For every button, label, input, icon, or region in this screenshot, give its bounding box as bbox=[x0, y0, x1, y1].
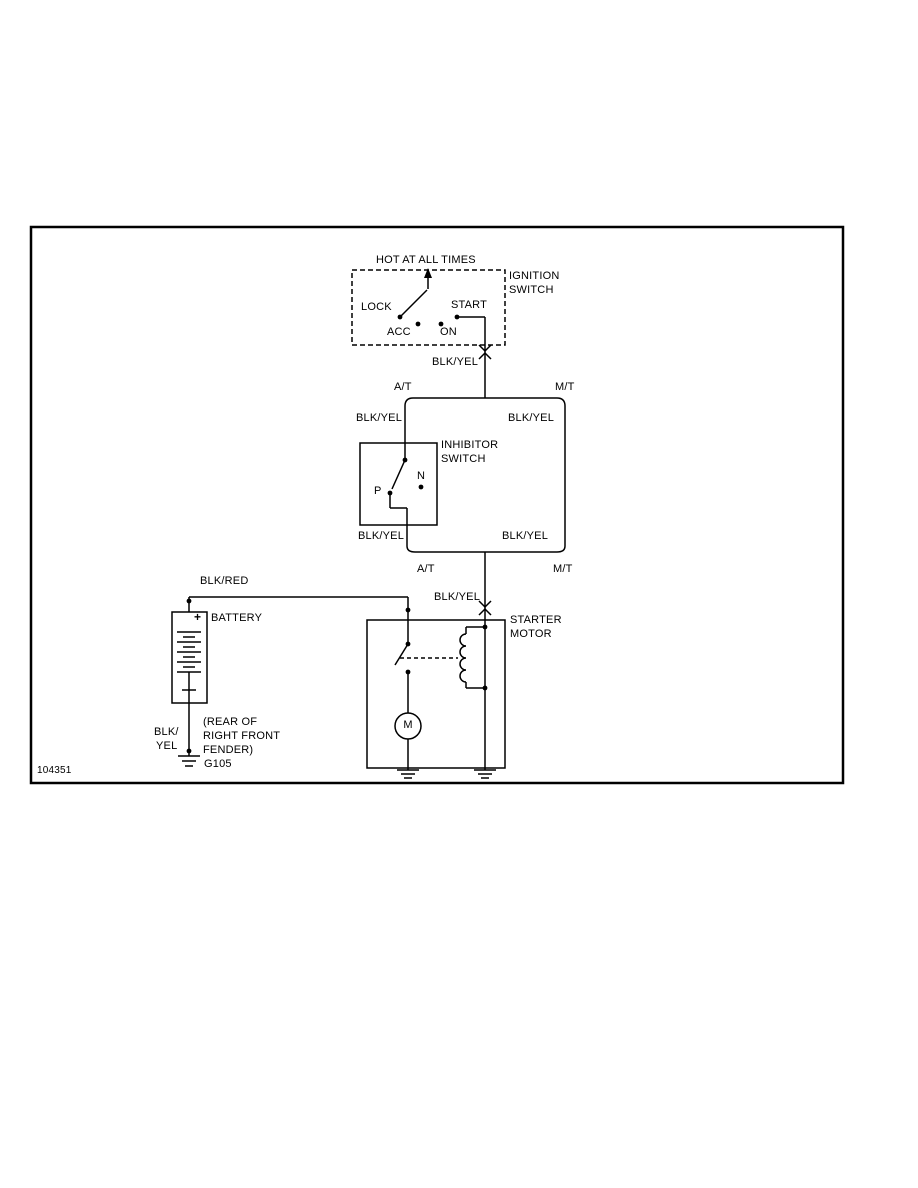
ignition-position-on: ON bbox=[440, 326, 457, 338]
wires bbox=[186, 317, 566, 756]
inhibitor-switch-name-line2: SWITCH bbox=[441, 453, 486, 465]
starter-motor-symbol bbox=[366, 619, 506, 769]
inhibitor-position-p: P bbox=[374, 485, 382, 497]
power-source-label: HOT AT ALL TIMES bbox=[376, 254, 476, 266]
inhibitor-switch-symbol bbox=[359, 442, 438, 546]
ignition-position-start: START bbox=[451, 299, 488, 311]
transmission-label-at-bottom: A/T bbox=[417, 563, 435, 575]
inhibitor-switch-name-line1: INHIBITOR bbox=[441, 439, 499, 451]
ground-id-label: G105 bbox=[204, 758, 232, 770]
ignition-position-lock: LOCK bbox=[361, 301, 392, 313]
wire-color-label-battery-feed: BLK/RED bbox=[200, 575, 249, 587]
starter-motor-name-line2: MOTOR bbox=[510, 628, 552, 640]
motor-symbol-letter: M bbox=[403, 719, 413, 731]
ground-location-line1: (REAR OF bbox=[203, 716, 258, 728]
ground-location-line3: FENDER) bbox=[203, 744, 254, 756]
ground-location-line2: RIGHT FRONT bbox=[203, 730, 281, 742]
ignition-switch-name-line1: IGNITION bbox=[509, 270, 560, 282]
transmission-label-mt-top: M/T bbox=[555, 381, 575, 393]
diagram-border bbox=[29, 225, 845, 785]
transmission-label-mt-bottom: M/T bbox=[553, 563, 573, 575]
wire-color-label-battery-ground-line2: YEL bbox=[156, 740, 178, 752]
battery-symbol bbox=[171, 611, 208, 704]
wire-color-label-mt-lower: BLK/YEL bbox=[502, 530, 549, 542]
wire-color-label-mt-branch: BLK/YEL bbox=[508, 412, 555, 424]
connector-icons bbox=[478, 344, 492, 616]
ignition-switch-symbol bbox=[351, 268, 506, 346]
ignition-position-acc: ACC bbox=[387, 326, 411, 338]
wire-color-label-ignition-output: BLK/YEL bbox=[432, 356, 479, 368]
wire-color-label-at-branch: BLK/YEL bbox=[356, 412, 403, 424]
ground-symbols bbox=[178, 755, 496, 779]
ignition-switch-name-line2: SWITCH bbox=[509, 284, 554, 296]
starter-motor-name-line1: STARTER bbox=[510, 614, 562, 626]
wire-color-label-inhibitor-output: BLK/YEL bbox=[358, 530, 405, 542]
transmission-label-at-top: A/T bbox=[394, 381, 412, 393]
battery-label: BATTERY bbox=[211, 612, 263, 624]
inhibitor-position-n: N bbox=[417, 470, 426, 482]
battery-plus-terminal-label: + bbox=[194, 610, 202, 624]
wire-color-label-battery-ground-line1: BLK/ bbox=[154, 726, 179, 738]
wire-color-label-starter-input: BLK/YEL bbox=[434, 591, 481, 603]
figure-number: 104351 bbox=[37, 765, 72, 776]
